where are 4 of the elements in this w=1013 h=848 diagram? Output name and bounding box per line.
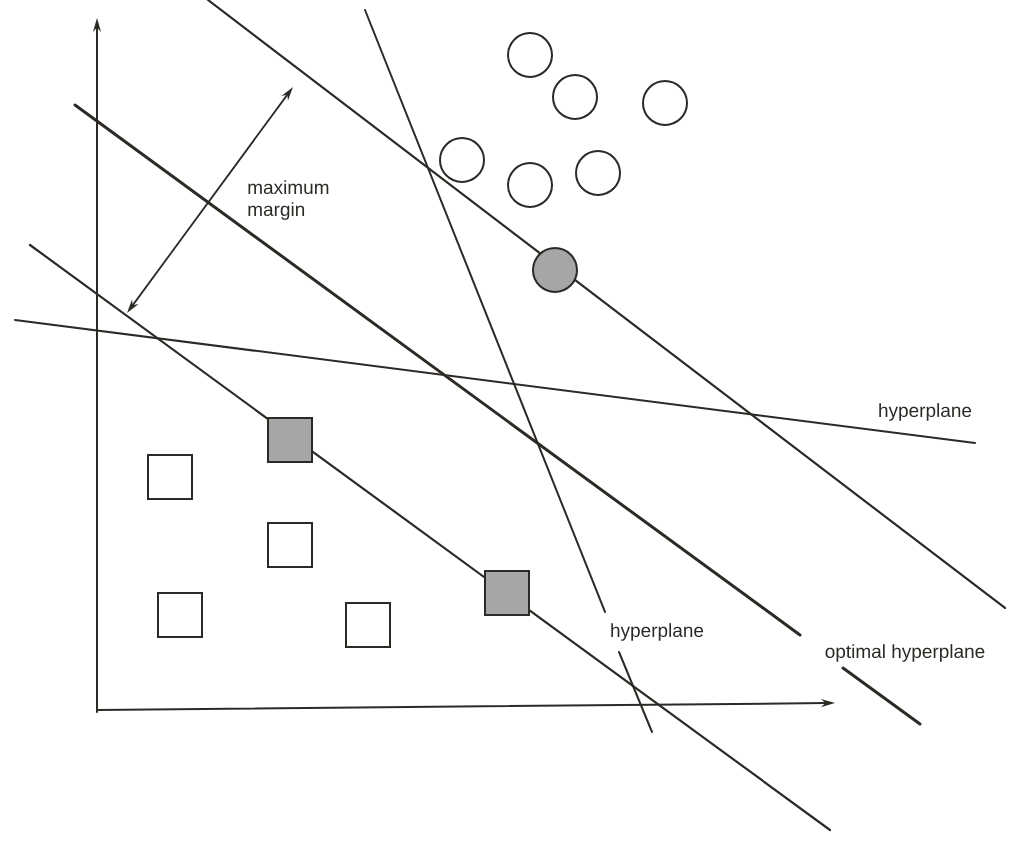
line-label: hyperplane [611,623,704,641]
line-label: optimal hyperplane [825,644,985,662]
line-label: hyperplane [879,403,972,421]
line-label: maximum margin [248,180,329,220]
